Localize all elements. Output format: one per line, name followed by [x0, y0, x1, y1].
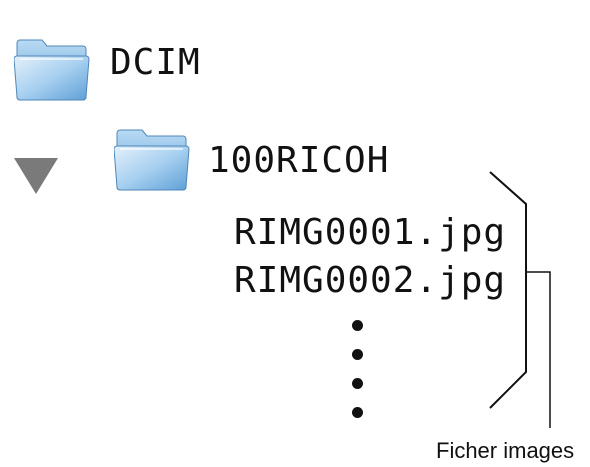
bracket [489, 171, 551, 428]
ellipsis-dot [352, 320, 363, 331]
ellipsis-dot [352, 378, 363, 389]
folder-name-100ricoh[interactable]: 100RICOH [208, 140, 390, 181]
folder-icon [14, 39, 90, 101]
triangle-down-icon[interactable] [12, 156, 60, 196]
file-item[interactable]: RIMG0002.jpg [234, 260, 507, 301]
folder-icon [114, 129, 190, 191]
folder-name-dcim[interactable]: DCIM [110, 42, 201, 83]
vertical-ellipsis [352, 320, 363, 418]
ellipsis-dot [352, 349, 363, 360]
file-item[interactable]: RIMG0001.jpg [234, 212, 507, 253]
ellipsis-dot [352, 407, 363, 418]
callout-label: Ficher images [436, 438, 575, 463]
